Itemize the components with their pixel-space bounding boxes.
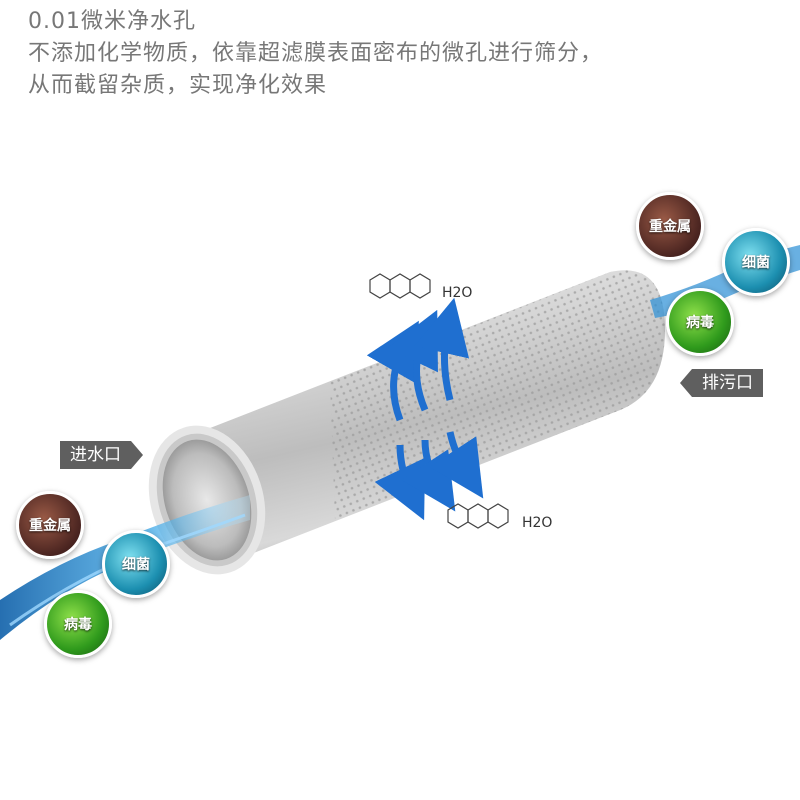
virus-badge-right: 病毒	[666, 288, 734, 356]
virus-label-left: 病毒	[64, 617, 92, 633]
flow-arrows-down	[374, 431, 484, 521]
virus-label-right: 病毒	[686, 315, 714, 331]
molecule-diagram-top	[369, 273, 431, 299]
filter-tube	[148, 270, 665, 575]
bacteria-badge-left: 细菌	[102, 530, 170, 598]
heavy-metal-label-left: 重金属	[29, 518, 71, 534]
header: 0.01微米净水孔 不添加化学物质，依靠超滤膜表面密布的微孔进行筛分， 从而截留…	[28, 6, 603, 102]
bacteria-label-right: 细菌	[742, 255, 770, 271]
heavy-metal-label-right: 重金属	[649, 219, 691, 235]
virus-badge-left: 病毒	[44, 590, 112, 658]
h2o-label-bottom: H2O	[522, 515, 553, 531]
header-line-1: 不添加化学物质，依靠超滤膜表面密布的微孔进行筛分，	[28, 41, 604, 66]
bacteria-badge-right: 细菌	[722, 228, 790, 296]
flow-arrows-up	[366, 297, 470, 422]
h2o-label-top: H2O	[442, 285, 473, 301]
heavy-metal-badge-left: 重金属	[16, 491, 84, 559]
header-line-2: 从而截留杂质，实现净化效果	[28, 73, 328, 98]
inlet-label: 进水口	[60, 441, 143, 469]
heavy-metal-badge-right: 重金属	[636, 192, 704, 260]
header-title: 0.01微米净水孔	[28, 9, 196, 34]
molecule-diagram-bottom	[447, 503, 509, 529]
bacteria-label-left: 细菌	[122, 557, 150, 573]
outlet-label: 排污口	[680, 369, 763, 397]
